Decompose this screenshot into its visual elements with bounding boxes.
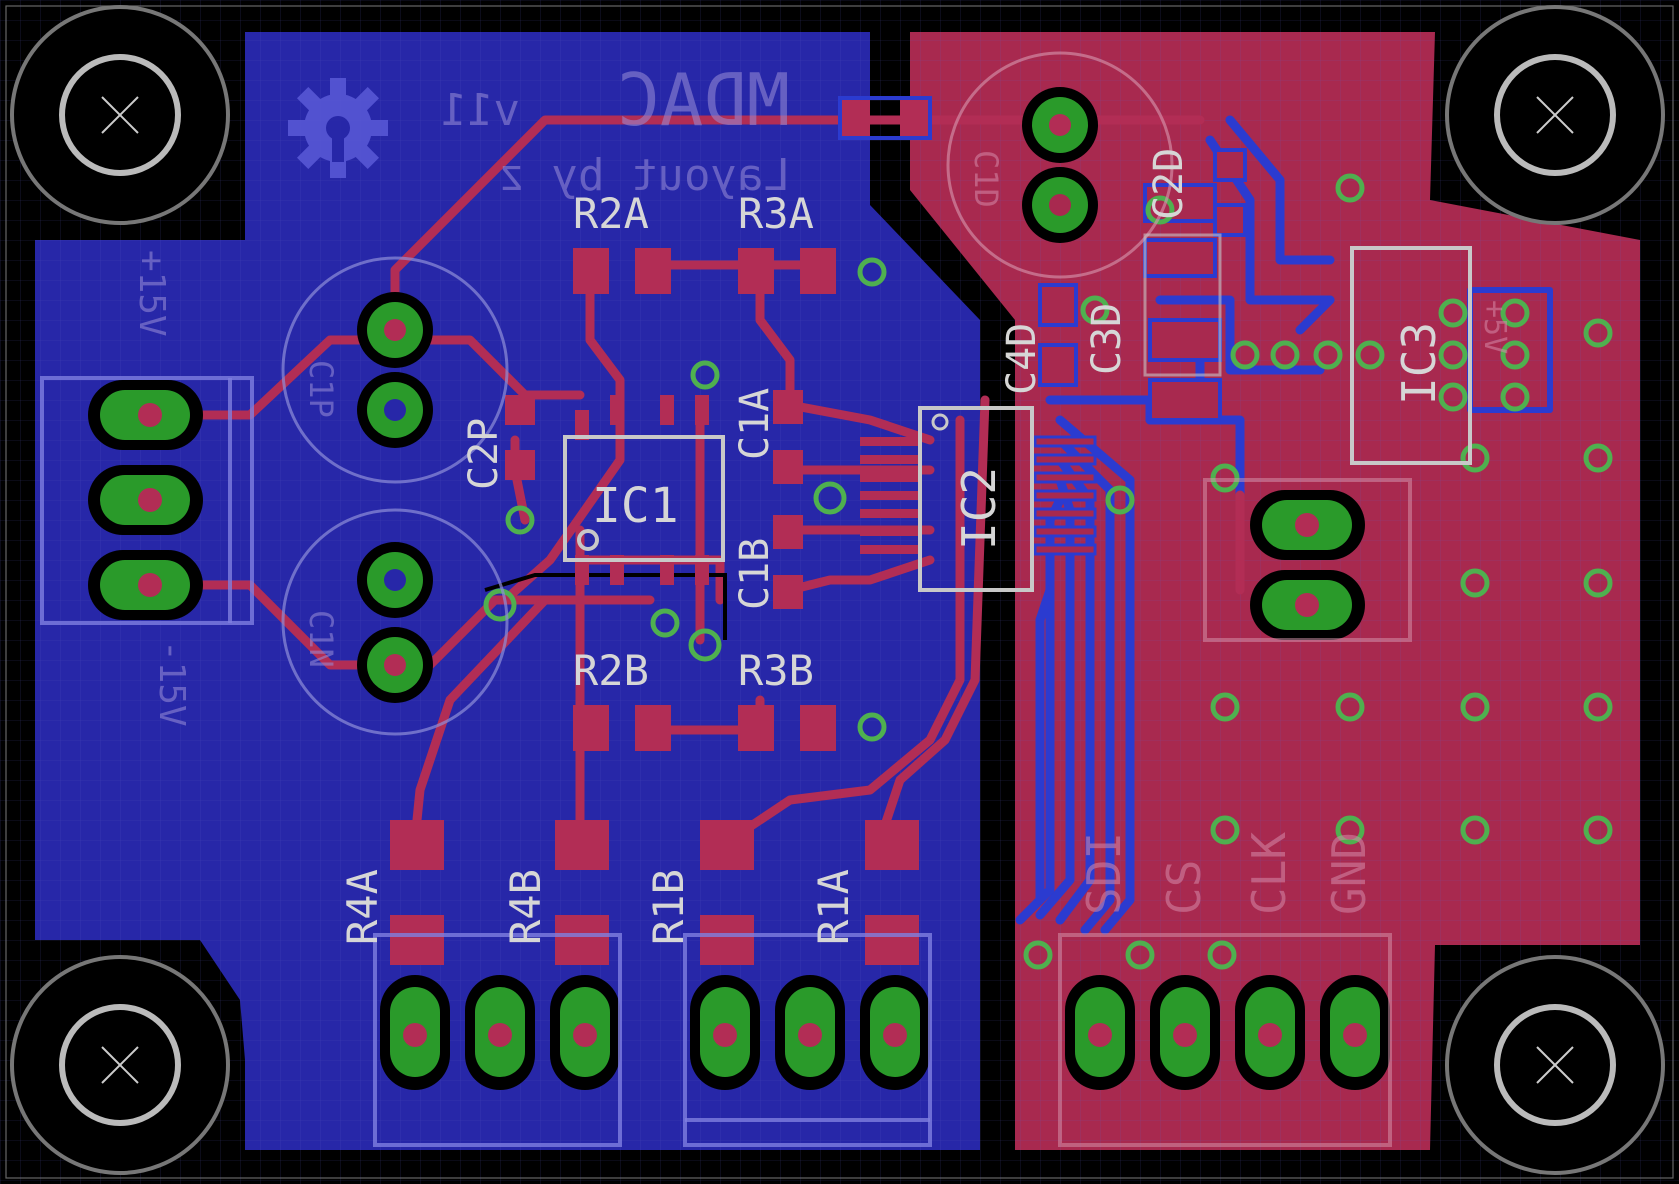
label-r2a: R2A	[573, 189, 649, 238]
ic1-pads	[575, 395, 709, 585]
label-cs: CS	[1157, 860, 1211, 915]
label-r3b: R3B	[738, 646, 814, 695]
label-5v: +5V	[1477, 300, 1512, 354]
label-ic1: IC1	[592, 478, 679, 534]
board-title: MDAC	[617, 58, 790, 142]
label-pwr-neg: -15V	[151, 640, 192, 727]
capacitor-pads	[357, 87, 1098, 703]
label-c2p: C2P	[461, 418, 507, 490]
label-r1b: R1B	[644, 869, 693, 945]
label-r3a: R3A	[738, 189, 814, 238]
vias	[483, 173, 1613, 970]
label-cap-top-left: C1P	[302, 360, 340, 418]
smd-pads	[390, 98, 930, 965]
mounting-hole-top-right	[1445, 5, 1665, 225]
clearance-line	[484, 573, 727, 640]
mounting-hole-bottom-right	[1445, 955, 1665, 1175]
label-ic3: IC3	[1392, 322, 1446, 405]
label-c2d: C2D	[1146, 148, 1192, 220]
label-r4b: R4B	[501, 869, 550, 945]
oshw-gear-logo	[288, 78, 388, 178]
label-r4a: R4A	[338, 869, 387, 945]
silkscreen-outlines	[40, 51, 1472, 1147]
label-c1a: C1A	[732, 388, 778, 460]
label-r2b: R2B	[573, 646, 649, 695]
label-c4d: C4D	[999, 323, 1045, 395]
mounting-hole-top-left	[10, 5, 230, 225]
mounting-hole-bottom-left	[10, 955, 230, 1175]
connector-pads	[88, 380, 1390, 1090]
board-credit: Layout by z	[499, 150, 790, 201]
label-gnd: GND	[1322, 832, 1376, 915]
label-cap-top-right: C1D	[967, 150, 1005, 208]
label-cap-mid-left: C1N	[302, 610, 340, 668]
label-ic2: IC2	[952, 467, 1006, 550]
board-version: v11	[441, 85, 520, 136]
right-smd-pads	[838, 96, 1247, 422]
label-r1a: R1A	[809, 869, 858, 945]
ic2-pads	[860, 435, 1097, 556]
label-c3d: C3D	[1084, 303, 1130, 375]
label-clk: CLK	[1242, 832, 1296, 915]
label-sdi: SDI	[1077, 832, 1131, 915]
label-pwr-pos: +15V	[131, 250, 172, 337]
top-silk-text: R2A R3A R2B R3B C1A C1B C2P IC1 IC2 IC3 …	[338, 148, 1446, 945]
bottom-silk-text: MDAC v11 Layout by z +15V -15V C1P C1N C…	[131, 58, 1512, 727]
label-c1b: C1B	[732, 538, 778, 610]
